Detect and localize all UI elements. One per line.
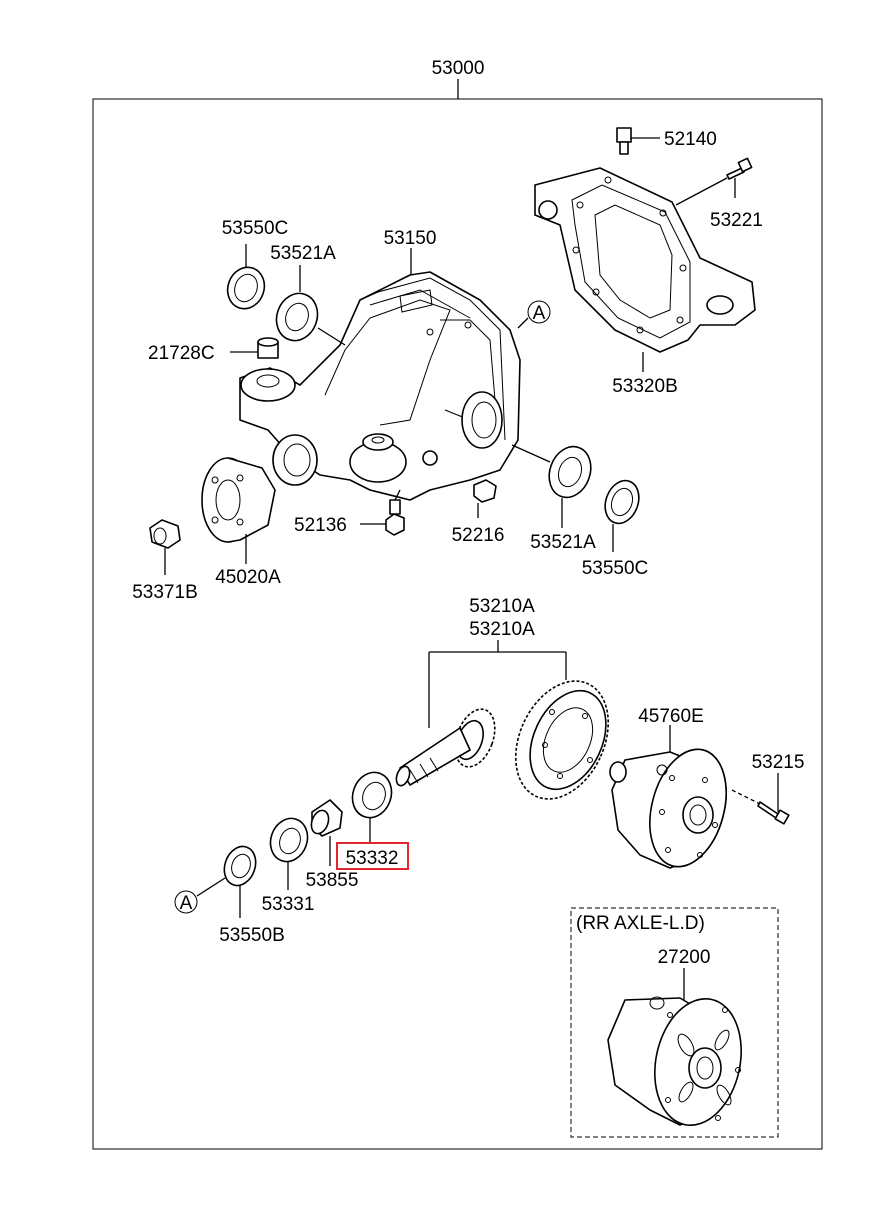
diff-case-27200 [607,996,742,1127]
inset-title: (RR AXLE-L.D) [576,913,705,934]
leader-53521A-bottom-to-housing [511,444,551,463]
part-label-53210A-1[interactable]: 53210A [469,596,535,617]
bolt-53215 [757,801,790,825]
leader-53521A-top-to-housing [317,327,346,346]
part-label-53550C-top[interactable]: 53550C [222,218,289,239]
part-label-53331[interactable]: 53331 [262,894,315,915]
part-label-53855[interactable]: 53855 [306,870,359,891]
part-label-53371B[interactable]: 53371B [132,582,198,603]
part-label-27200[interactable]: 27200 [658,947,711,968]
bearing-53521A-top [275,292,319,342]
flange-45020A [201,457,276,543]
spacer-53855 [310,799,343,837]
breather-52140 [616,127,632,155]
part-label-52136[interactable]: 52136 [294,515,347,536]
inset-frame [570,907,779,1138]
part-label-45760E[interactable]: 45760E [638,706,704,727]
leader-ref-a-upper [517,317,529,329]
bearing-53521A-bottom [548,445,592,499]
rear-cover-53320B [534,167,756,353]
bearing-53332 [351,771,393,819]
part-label-53320B[interactable]: 53320B [612,376,678,397]
ring-gear [514,680,610,800]
part-label-21728C[interactable]: 21728C [148,343,215,364]
bolt-53221 [726,157,753,180]
leader-ref-a-lower [196,877,226,897]
part-label-53550C-bottom[interactable]: 53550C [582,558,649,579]
part-label-53332[interactable]: 53332 [346,848,399,869]
pinion-gear [395,708,496,787]
part-label-53521A-bottom[interactable]: 53521A [530,532,596,553]
assembly-number-label[interactable]: 53000 [432,58,485,79]
leader-53210A-bracket [428,640,567,728]
carrier-housing-53150 [239,271,521,501]
nut-53371B [149,519,181,549]
ref-a-lower-label: A [180,893,193,914]
part-label-52216[interactable]: 52216 [452,525,505,546]
ref-a-upper-circle [527,300,551,324]
bearing-53331 [269,817,309,863]
plug-52216 [473,479,497,503]
leader-53221-to-cover [675,177,728,206]
part-label-45020A[interactable]: 45020A [215,567,281,588]
part-label-53521A-top[interactable]: 53521A [270,243,336,264]
highlight-box-53332 [336,842,409,870]
assembly-frame [92,98,823,1150]
part-label-53210A-2[interactable]: 53210A [469,619,535,640]
seal-53550B [223,845,257,887]
ref-a-upper-label: A [533,303,546,324]
ref-a-lower-circle [174,890,198,914]
bushing-21728C [257,337,279,359]
plug-52136 [385,499,405,536]
part-label-53221[interactable]: 53221 [710,210,763,231]
part-label-52140[interactable]: 52140 [664,129,717,150]
leader-53215-axis [731,789,761,805]
part-label-53150[interactable]: 53150 [384,228,437,249]
leader-52136-to-housing [394,489,401,501]
part-label-53215[interactable]: 53215 [752,752,805,773]
part-label-53550B[interactable]: 53550B [219,925,285,946]
diff-case-45760E [609,748,727,869]
seal-53550C-top [226,266,266,310]
seal-53550C-bottom [604,479,640,525]
